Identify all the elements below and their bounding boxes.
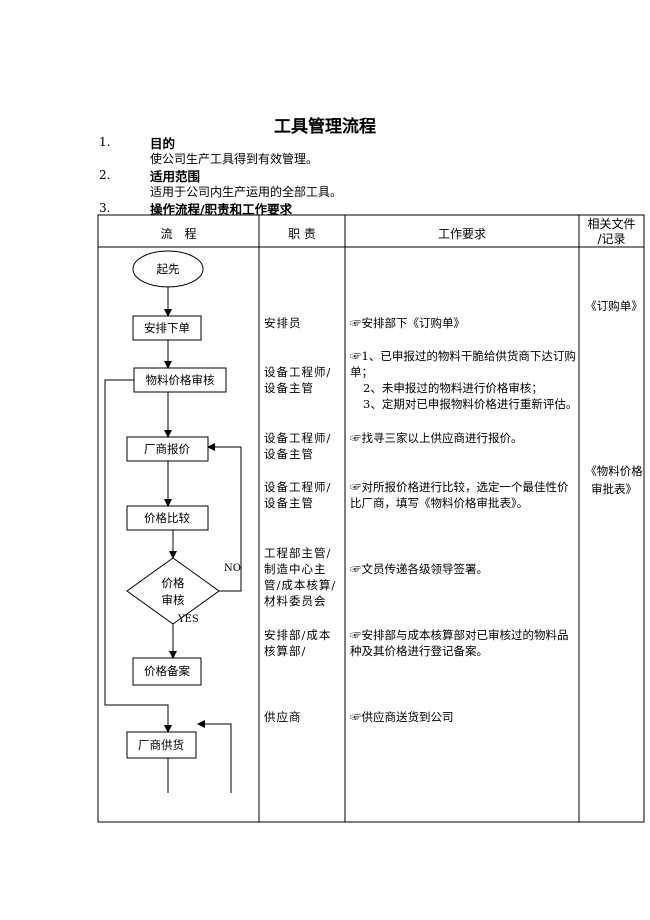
no-label: NO bbox=[224, 563, 241, 574]
step-box bbox=[132, 657, 202, 686]
start-label: 起先 bbox=[157, 262, 180, 276]
section-text: 使公司生产工具得到有效管理。 bbox=[150, 152, 319, 166]
section-heading: 目的 bbox=[150, 136, 176, 151]
requirement-cell: ☞找寻三家以上供应商进行报价。 bbox=[350, 431, 523, 445]
section-number: 1. bbox=[99, 135, 111, 149]
record-cell: 《物料价格审批表》 bbox=[585, 464, 643, 496]
step-box bbox=[126, 731, 197, 759]
header-records-line: /记录 bbox=[597, 232, 626, 246]
header-role: 职 责 bbox=[288, 227, 316, 241]
step-label: 价格备案 bbox=[144, 664, 190, 678]
header-records-line: 相关文件 bbox=[587, 217, 636, 231]
section-heading: 适用范围 bbox=[150, 169, 201, 184]
role-cell: 安排部/成本核算部/ bbox=[264, 628, 332, 658]
section-heading: 操作流程/职责和工作要求 bbox=[150, 202, 293, 217]
role-cell: 供应商 bbox=[264, 710, 302, 724]
role-cell: 安排员 bbox=[264, 316, 302, 330]
record-cell: 《订购单》 bbox=[585, 299, 643, 313]
step-label: 安排下单 bbox=[144, 321, 190, 335]
no-loop-arrow bbox=[207, 443, 242, 592]
section-text: 适用于公司内生产运用的全部工具。 bbox=[150, 185, 343, 199]
requirement-cell: ☞对所报价格进行比较，选定一个最佳性价比厂商，填写《物料价格审批表》。 bbox=[350, 480, 569, 510]
requirement-cell: ☞供应商送货到公司 bbox=[350, 710, 454, 724]
decision-label: 价格 bbox=[162, 576, 185, 590]
requirement-cell: ☞安排部下《订购单》 bbox=[350, 316, 465, 330]
return-arrow bbox=[197, 720, 232, 793]
requirement-cell: ☞1、已申报过的物料干脆给供货商下达订购单； 2、未申报过的物料进行价格审核； … bbox=[350, 348, 578, 412]
header-requirement: 工作要求 bbox=[437, 227, 486, 241]
yes-label: YES bbox=[177, 614, 199, 625]
header-flow: 流 程 bbox=[160, 227, 197, 241]
step-label: 价格比较 bbox=[144, 511, 190, 525]
decision-diamond bbox=[126, 557, 220, 625]
requirement-line: 3、定期对已申报物料价格进行重新评估。 bbox=[363, 397, 578, 411]
section-number: 3. bbox=[99, 201, 111, 215]
role-cell: 设备工程师/设备主管 bbox=[264, 431, 332, 461]
requirement-cell: ☞安排部与成本核算部对已审核过的物料品种及其价格进行登记备案。 bbox=[350, 628, 569, 658]
decision-label: 审核 bbox=[162, 593, 185, 607]
table-border bbox=[97, 214, 645, 823]
section-number: 2. bbox=[99, 168, 111, 182]
step-label: 物料价格审核 bbox=[146, 373, 215, 387]
role-cell: 工程部主管/制造中心主管/成本核算/材料委员会 bbox=[264, 546, 337, 608]
page-title: 工具管理流程 bbox=[274, 117, 376, 137]
requirement-line: 2、未申报过的物料进行价格审核； bbox=[363, 381, 543, 395]
requirement-cell: ☞文员传递各级领导签署。 bbox=[350, 562, 488, 576]
requirement-line: ☞1、已申报过的物料干脆给供货商下达订购单； bbox=[350, 349, 576, 379]
header-records: 相关文件 /记录 bbox=[579, 217, 644, 247]
step-label: 厂商供货 bbox=[138, 738, 184, 752]
role-cell: 设备工程师/设备主管 bbox=[264, 480, 332, 510]
role-cell: 设备工程师/设备主管 bbox=[264, 365, 332, 395]
step-label: 厂商报价 bbox=[144, 442, 190, 456]
bypass-arrow bbox=[104, 379, 172, 733]
